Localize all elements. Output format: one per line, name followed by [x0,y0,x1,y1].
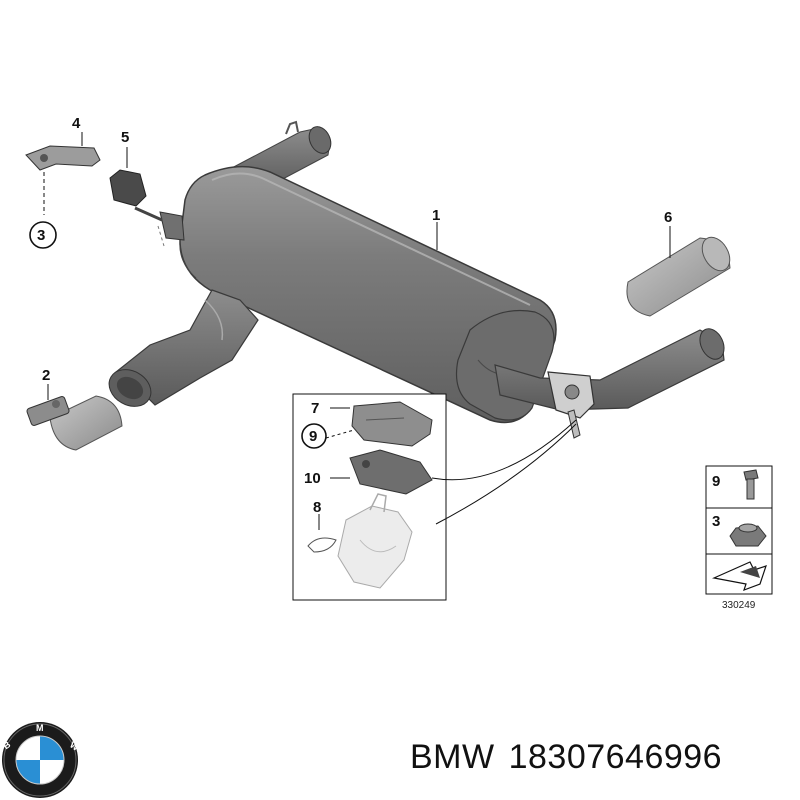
detail-leader-lines [431,419,577,525]
part-5-rubber-mount: 5 [109,129,147,207]
svg-text:8: 8 [313,499,321,516]
callout-1: 1 [432,207,440,250]
reference-number: 330249 [722,600,756,611]
svg-text:3: 3 [712,513,720,530]
inlet-pipe [108,289,259,407]
callout-3-circled: 3 [29,221,57,249]
nut-icon [729,523,767,547]
svg-text:10: 10 [304,470,321,487]
svg-text:3: 3 [37,227,45,244]
svg-text:4: 4 [72,115,81,132]
arrow-direction-icon [711,561,767,592]
svg-text:1: 1 [432,207,440,224]
svg-text:B: B [1,739,12,751]
legend-item-bolt: 9 [712,469,759,500]
legend-box: 9 3 330249 [705,465,773,611]
detail-box: 7 9 10 8 [292,393,447,601]
legend-item-arrow [711,561,767,592]
svg-text:2: 2 [42,367,50,384]
part-7-actuator: 7 [311,400,433,447]
part-number: 18307646996 [508,738,723,776]
part-6-exhaust-tip: 6 [626,209,731,317]
footer-part-label: BMW 18307646996 [410,738,736,777]
bolt-icon [743,469,759,500]
muffler-hanger-stud [134,206,185,247]
callout-9-circled: 9 [301,423,355,449]
bmw-logo: B M W [1,722,81,798]
svg-text:M: M [36,723,44,733]
svg-text:9: 9 [712,473,720,490]
svg-text:5: 5 [121,129,129,146]
part-10-bracket: 10 [304,449,433,495]
part-2-clamp: 2 [26,367,123,451]
part-4-bracket: 4 [25,115,101,215]
svg-text:6: 6 [664,209,672,226]
pipe-flange-bracket [547,371,595,439]
svg-text:7: 7 [311,400,319,417]
part-8-holder: 8 [307,493,413,589]
legend-item-nut: 3 [712,513,767,547]
brand-name: BMW [410,738,495,776]
svg-text:9: 9 [309,428,317,445]
